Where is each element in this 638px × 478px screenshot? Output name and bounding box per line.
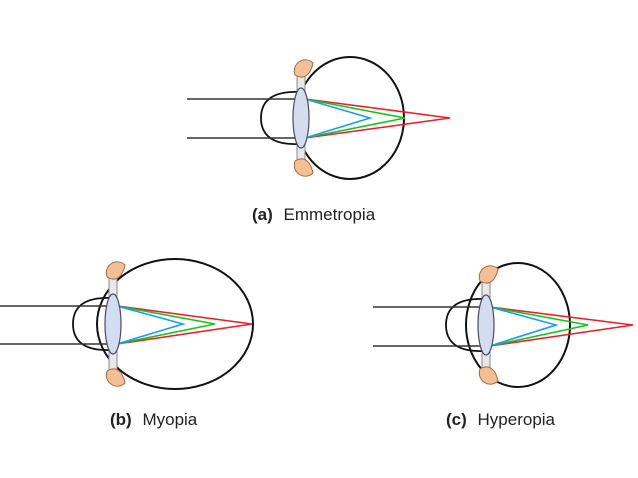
myopia-ray-red (116, 305, 253, 345)
panel-myopia: (b) Myopia (0, 258, 254, 429)
hyperopia-cornea (445, 298, 487, 352)
caption-name-c: Hyperopia (478, 410, 556, 429)
caption-tag-b: (b) (110, 410, 132, 429)
caption-name-a: Emmetropia (284, 205, 376, 224)
hyperopia-ray-red (489, 306, 634, 347)
caption-hyperopia: (c) Hyperopia (446, 410, 556, 429)
myopia-ciliary-bottom (105, 368, 126, 387)
hyperopia-ciliary-top (478, 265, 499, 284)
caption-emmetropia: (a) Emmetropia (252, 205, 376, 224)
emmetropia-ray-red (304, 98, 451, 139)
caption-myopia: (b) Myopia (110, 410, 198, 429)
myopia-ray-blue (116, 305, 186, 345)
myopia-lens (104, 293, 122, 355)
myopia-ciliary-top (105, 261, 126, 280)
hyperopia-lens (477, 294, 495, 356)
hyperopia-eyeball (465, 262, 571, 388)
emmetropia-cornea (260, 91, 302, 145)
caption-tag-a: (a) (252, 205, 273, 224)
emmetropia-lens (292, 87, 310, 149)
caption-name-b: Myopia (142, 410, 197, 429)
eye-myopia (0, 258, 254, 390)
panel-hyperopia: (c) Hyperopia (373, 262, 634, 429)
hyperopia-ray-blue (489, 306, 559, 347)
emmetropia-ciliary-bottom (293, 158, 314, 177)
eye-emmetropia (187, 56, 451, 180)
myopia-ray-green (116, 305, 216, 345)
eye-hyperopia (373, 262, 634, 388)
myopia-cornea (72, 297, 114, 351)
hyperopia-ciliary-bottom (478, 366, 499, 385)
panel-emmetropia: (a) Emmetropia (187, 56, 451, 224)
emmetropia-ray-green (304, 98, 406, 139)
caption-tag-c: (c) (446, 410, 467, 429)
emmetropia-ray-blue (304, 98, 373, 139)
hyperopia-ray-green (489, 306, 589, 347)
emmetropia-eyeball (295, 56, 405, 180)
myopia-eyeball (96, 258, 254, 390)
emmetropia-ciliary-top (293, 59, 314, 78)
